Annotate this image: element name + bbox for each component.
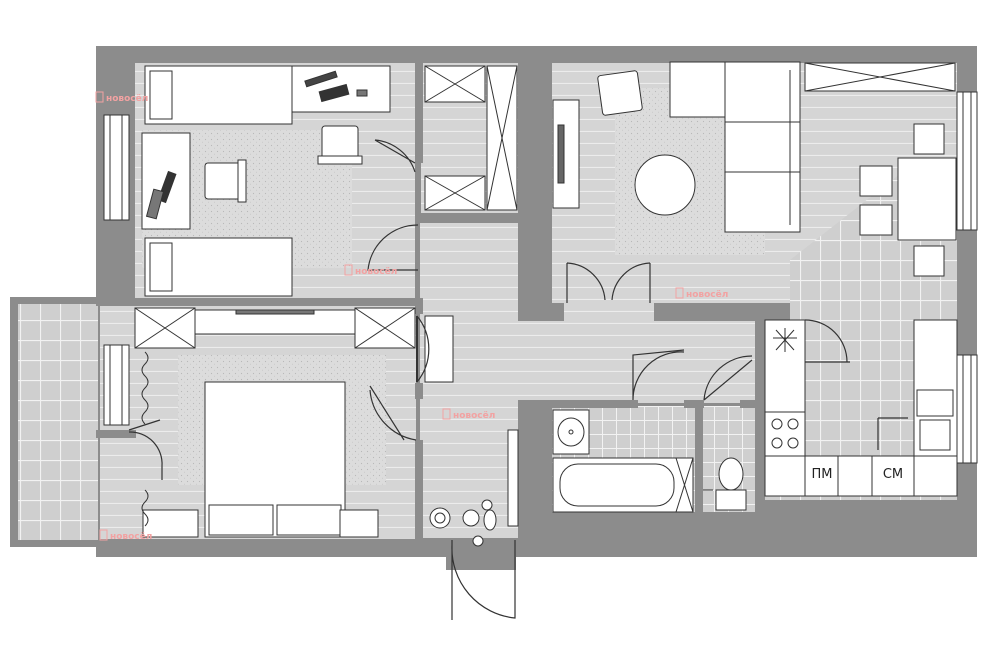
- window-children: [103, 114, 130, 221]
- window-living: [956, 91, 978, 231]
- washer-label: СМ: [883, 467, 903, 482]
- chair-children-1: [321, 125, 359, 161]
- windows: [103, 91, 978, 464]
- coffee-table: [634, 154, 696, 216]
- person-icon: [462, 499, 497, 547]
- toilet: [715, 489, 747, 511]
- window-bedroom: [103, 344, 130, 426]
- svg-text:новосёл: новосёл: [355, 267, 397, 277]
- hallway-furniture: [424, 315, 519, 529]
- inner-walls: [96, 46, 767, 540]
- balcony: [10, 297, 98, 547]
- dining-set: [859, 123, 957, 277]
- curtain-lower: [141, 489, 149, 527]
- living-furniture: [552, 61, 956, 233]
- watermark-3: новосёл: [675, 287, 728, 300]
- bathroom: [552, 409, 747, 513]
- dining-table: [897, 157, 957, 241]
- watermark-5: новосёл: [99, 529, 152, 542]
- svg-text:новосёл: новосёл: [686, 290, 728, 300]
- children-room-furniture: [141, 65, 391, 297]
- window-kitchen: [956, 354, 978, 464]
- curtain: [141, 351, 149, 425]
- watermark-1: новосёл: [95, 91, 148, 104]
- watermark-4: новосёл: [442, 408, 495, 421]
- svg-text:новосёл: новосёл: [453, 411, 495, 421]
- kitchen-floor: [765, 170, 957, 500]
- doors: [128, 139, 908, 620]
- stove: [764, 411, 806, 457]
- dishwasher-label: ПМ: [812, 467, 833, 482]
- svg-text:новосёл: новосёл: [106, 94, 148, 104]
- wardrobe-top: [424, 65, 518, 211]
- kitchen: [764, 319, 958, 497]
- tv-unit: [552, 99, 580, 209]
- armchair: [597, 70, 643, 116]
- svg-text:новосёл: новосёл: [110, 532, 152, 542]
- watermarks: новосёл новосёл новосёл новосёл новосёл: [95, 91, 728, 542]
- chair-children-2: [204, 162, 242, 200]
- bedroom-furniture: [134, 307, 416, 538]
- watermark-2: новосёл: [344, 264, 397, 277]
